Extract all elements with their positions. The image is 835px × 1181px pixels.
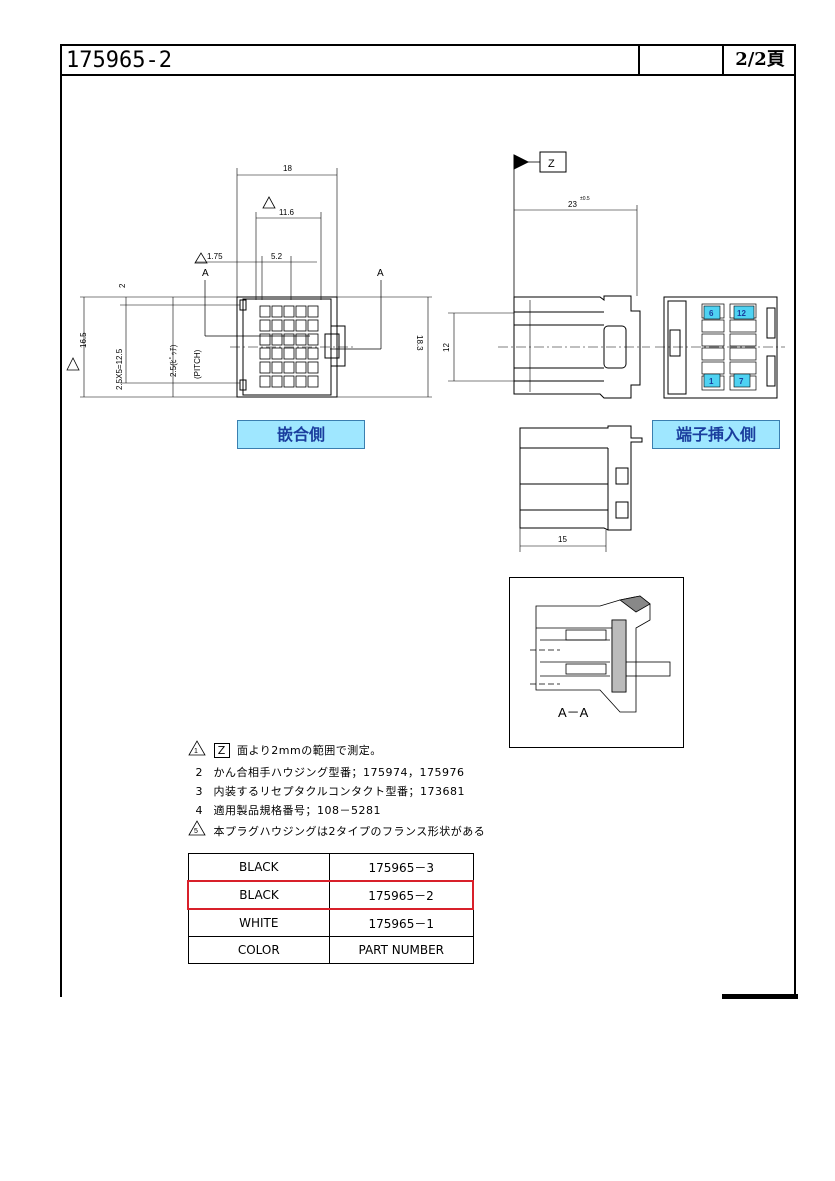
note-3-text: 内装するリセプタクルコンタクト型番；173681: [213, 785, 465, 798]
table-header-row: COLOR PART NUMBER: [187, 936, 474, 964]
pin-highlights: [703, 305, 755, 388]
dim-23: 23: [568, 200, 577, 209]
dim-12: 12: [442, 343, 451, 352]
note-3-number: 3: [195, 785, 203, 798]
terminal-insert-side-label: 端子挿入側: [652, 420, 780, 449]
table-header-part-number: PART NUMBER: [329, 936, 474, 964]
note-1: Z 面より2mmの範囲で測定。: [188, 742, 382, 758]
table-cell-color: WHITE: [187, 908, 330, 937]
table-row-highlighted: BLACK 175965－2: [187, 880, 474, 910]
table-cell-color: BLACK: [187, 853, 330, 882]
triangle-note-5: 5: [194, 828, 198, 835]
dim-5-2: 5.2: [271, 252, 283, 261]
frame-bottom-mark: [722, 994, 798, 999]
drawing-part-number: 175965-2: [66, 48, 172, 73]
dim-18-3: 18.3: [415, 335, 424, 351]
part-number-table: BLACK 175965－3 BLACK 175965－2 WHITE 1759…: [187, 853, 474, 964]
mating-side-label: 嵌合側: [237, 420, 365, 449]
table-cell-color: BLACK: [187, 880, 330, 910]
dim-1-75: 1.75: [207, 252, 223, 261]
side-view: [448, 151, 650, 399]
dim-23-tolerance: ±0.5: [580, 196, 590, 202]
pin-label-7: 7: [739, 377, 744, 386]
pin-label-6: 6: [709, 309, 714, 318]
section-title: A－A: [558, 705, 589, 720]
dim-2-5-pitch: 2.5(ﾋﾟｯﾁ): [169, 344, 178, 377]
note-4-text: 適用製品規格番号；108－5281: [213, 804, 381, 817]
front-view: [80, 168, 432, 398]
page-indicator: 2/2頁: [722, 46, 796, 74]
note-2: 2 かん合相手ハウジング型番；175974，175976: [188, 764, 464, 780]
dim-2-5x5: 2.5X5=12.5: [115, 348, 124, 390]
note-2-number: 2: [195, 766, 203, 779]
dim-16-5: 16.5: [79, 332, 88, 348]
table-cell-part: 175965－2: [329, 880, 474, 910]
triangle-note-1: 1: [194, 748, 198, 755]
note-2-text: かん合相手ハウジング型番；175974，175976: [213, 766, 465, 779]
pin-label-12: 12: [737, 309, 746, 318]
dim-2: 2: [118, 283, 127, 288]
title-empty-cell: [638, 46, 724, 74]
pin-label-1: 1: [709, 377, 714, 386]
top-view: [519, 425, 643, 552]
note-1-datum-box: Z: [213, 743, 230, 758]
table-row: WHITE 175965－1: [187, 908, 474, 937]
table-cell-part: 175965－1: [329, 908, 474, 937]
dim-11-6: 11.6: [279, 208, 295, 217]
note-4: 4 適用製品規格番号；108－5281: [188, 802, 381, 818]
table-cell-part: 175965－3: [329, 853, 474, 882]
section-view-frame: [509, 577, 684, 748]
table-row: BLACK 175965－3: [187, 853, 474, 882]
section-marker-a-right: A: [377, 268, 384, 279]
dim-pitch: (PITCH): [193, 349, 202, 379]
note-4-number: 4: [195, 804, 203, 817]
note-triangles: [66, 196, 276, 836]
section-view: [530, 595, 671, 713]
note-1-text: 面より2mmの範囲で測定。: [237, 744, 382, 757]
title-block: 175965-2 2/2頁: [60, 44, 796, 76]
note-5-text: 本プラグハウジングは2タイプのフランス形状がある: [213, 825, 486, 838]
table-header-color: COLOR: [187, 936, 330, 964]
dim-18: 18: [283, 164, 292, 173]
datum-z: Z: [548, 158, 555, 170]
section-marker-a-left: A: [202, 268, 209, 279]
note-3: 3 内装するリセプタクルコンタクト型番；173681: [188, 783, 465, 799]
note-5: 本プラグハウジングは2タイプのフランス形状がある: [188, 823, 485, 839]
dim-15: 15: [558, 535, 567, 544]
